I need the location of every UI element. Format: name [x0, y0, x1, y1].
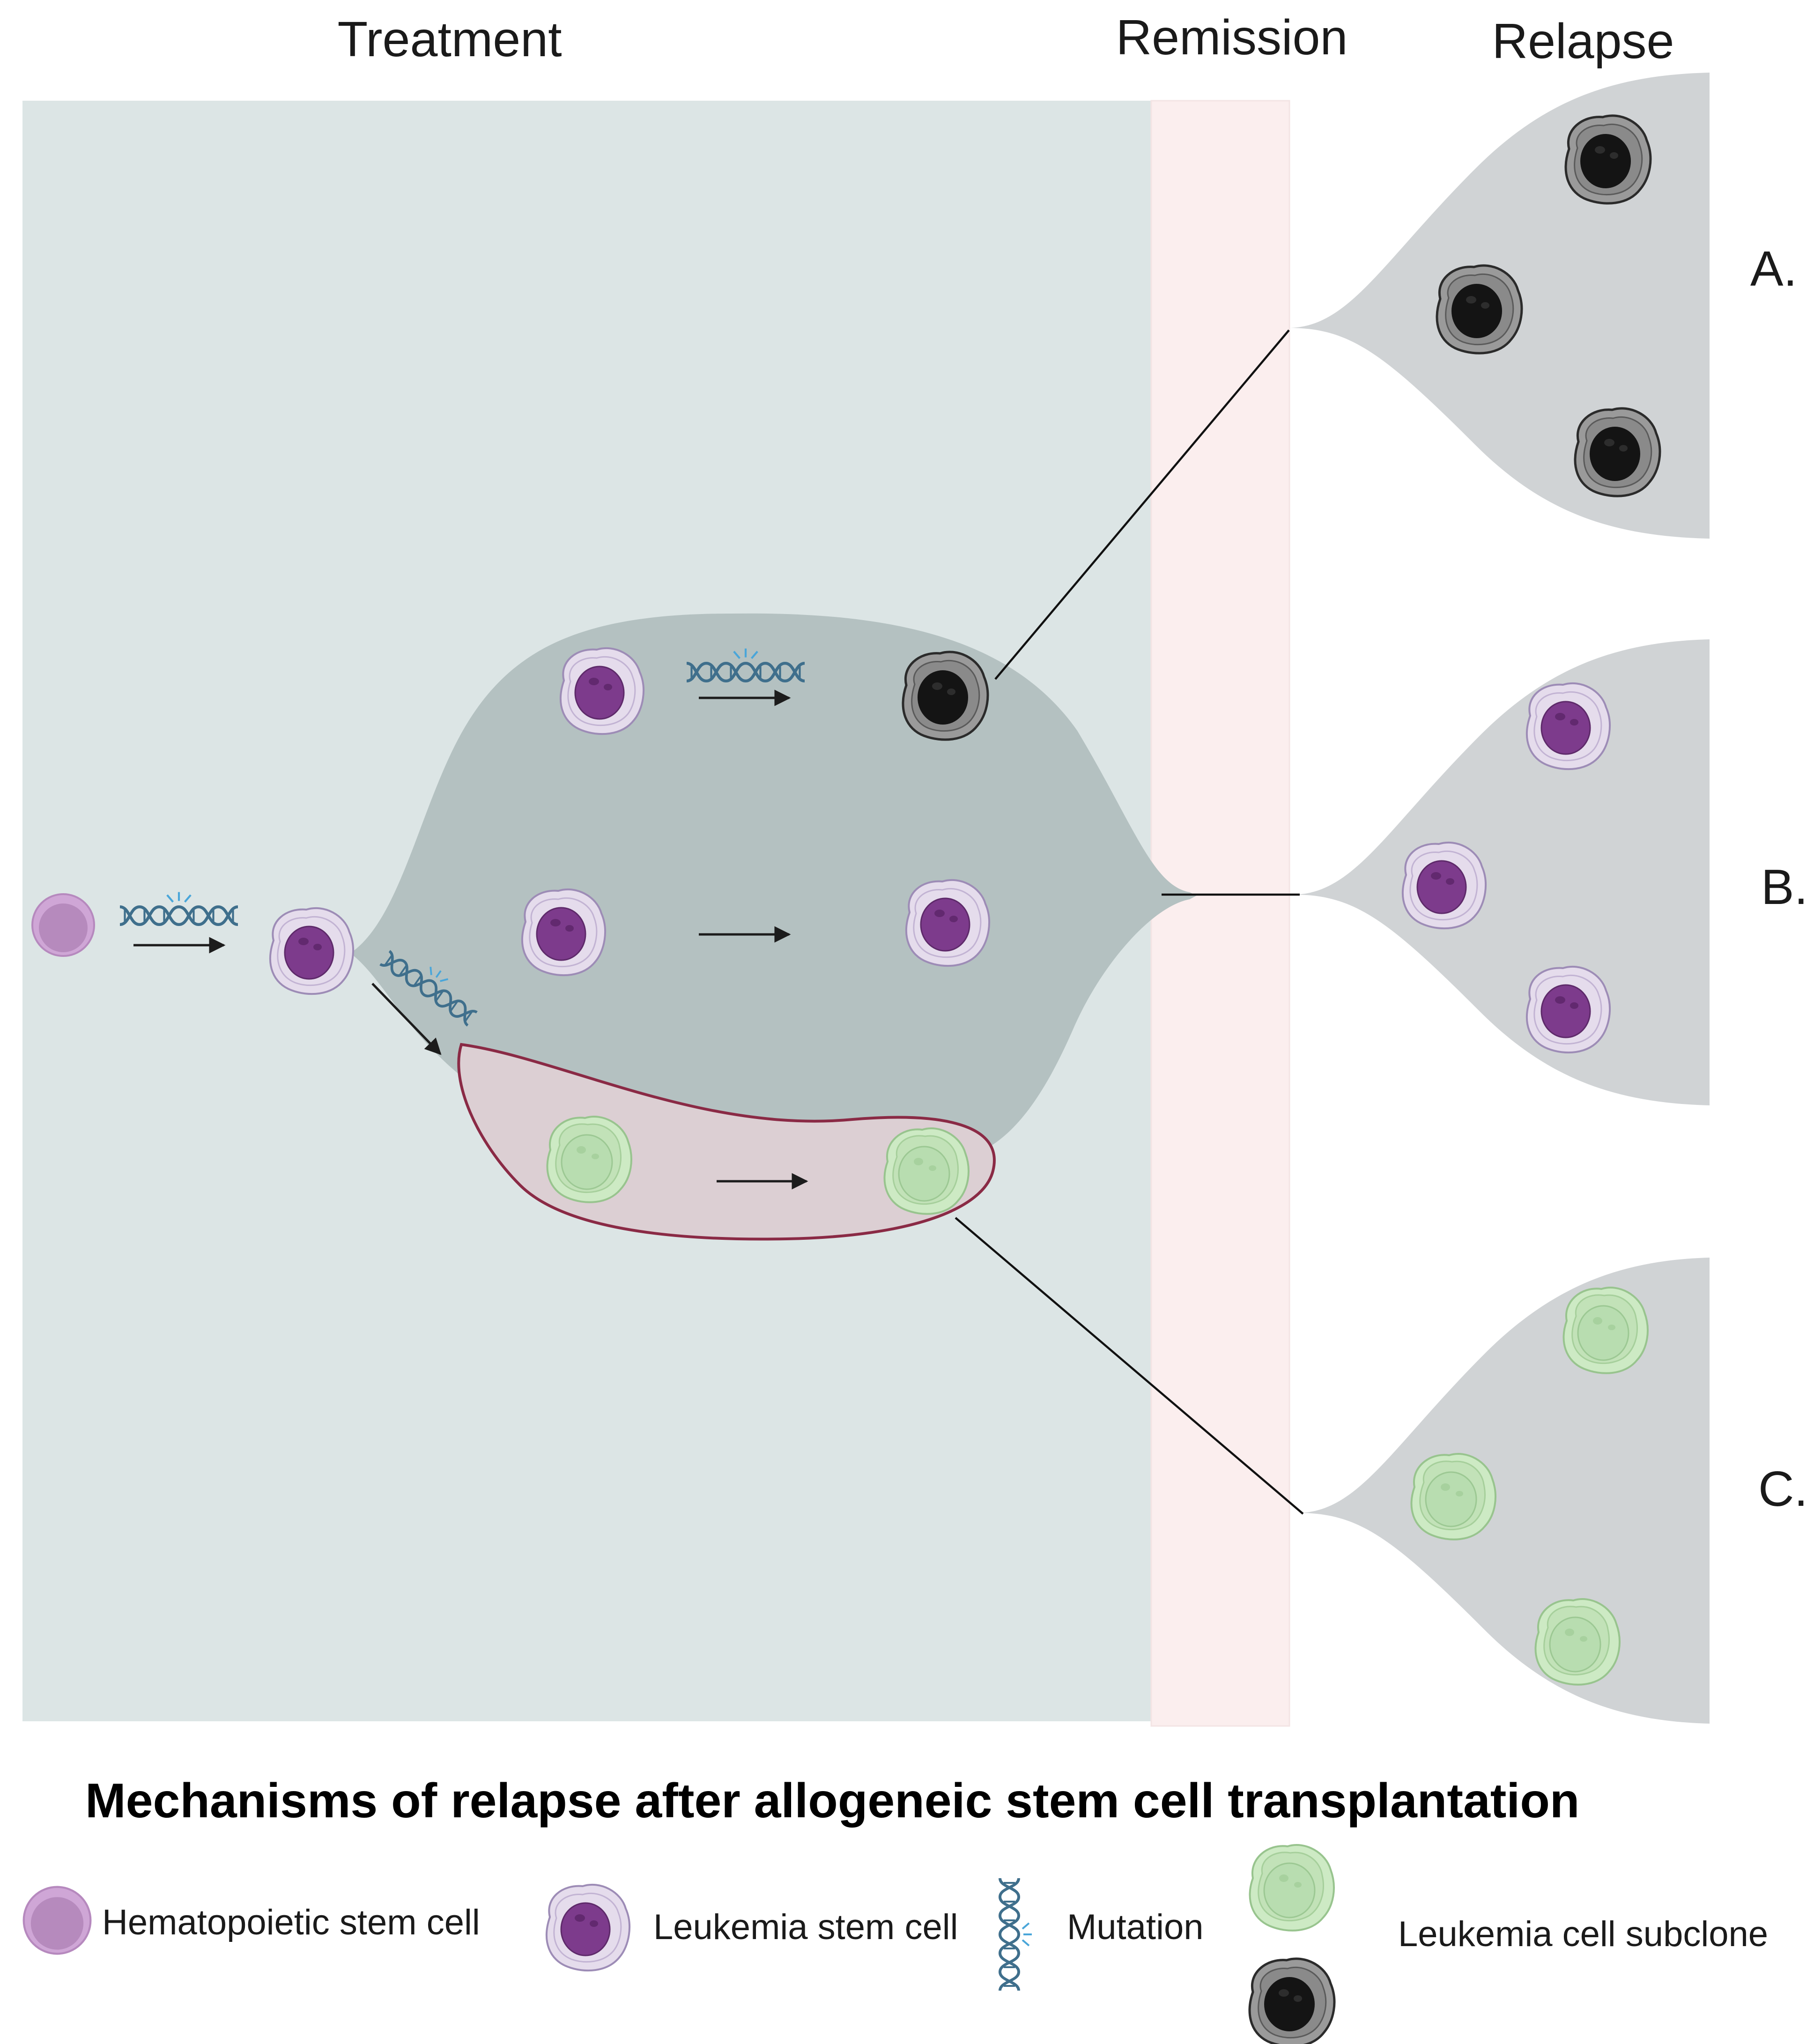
leukemia-stem-cell-icon — [1525, 965, 1611, 1054]
phase-label-remission: Remission — [1116, 10, 1348, 65]
hematopoietic-stem-cell-icon — [24, 1887, 91, 1954]
hematopoietic-stem-cell-icon — [31, 893, 95, 957]
leukemia-stem-cell-icon — [545, 1883, 631, 1972]
dna-mutation-icon — [1000, 1878, 1032, 1991]
legend-label-mutation: Mutation — [1067, 1907, 1204, 1947]
connector-line-a — [994, 329, 1290, 680]
relapse-shape-b — [1293, 639, 1710, 1105]
green-subclone-cell-icon — [1410, 1453, 1496, 1540]
leukemia-stem-cell-icon — [269, 907, 355, 995]
green-subclone-cell-icon — [1534, 1598, 1621, 1686]
legend: Hematopoietic stem cell Leukemia stem ce… — [24, 1844, 1768, 2044]
black-subclone-cell-icon — [903, 652, 988, 740]
black-subclone-cell-icon — [1575, 408, 1660, 496]
arrow-to-subclone — [371, 983, 442, 1055]
leukemia-stem-cell-icon — [905, 879, 991, 967]
panel-label-b: B. — [1761, 859, 1808, 915]
green-subclone-cell-icon — [1562, 1287, 1649, 1374]
connector-line-c — [955, 1217, 1304, 1515]
leukemia-stem-cell-icon — [1401, 841, 1487, 930]
leukemia-stem-cell-icon — [1525, 682, 1611, 770]
black-subclone-cell-icon — [1566, 116, 1651, 203]
black-subclone-cell-icon — [1250, 1959, 1334, 2044]
green-subclone-cell-icon — [883, 1127, 970, 1215]
leukemia-stem-cell-icon — [521, 888, 607, 977]
figure-title: Mechanisms of relapse after allogeneic s… — [85, 1774, 1579, 1828]
green-subclone-cell-icon — [1249, 1844, 1335, 1932]
panel-label-c: C. — [1758, 1461, 1808, 1517]
remission-region — [1150, 100, 1290, 1727]
green-subclone-cell-icon — [546, 1116, 632, 1203]
legend-label-subclone: Leukemia cell subclone — [1398, 1914, 1768, 1954]
phase-label-treatment: Treatment — [337, 12, 562, 67]
legend-label-hsc: Hematopoietic stem cell — [102, 1903, 480, 1942]
clonal-population-region — [350, 613, 1197, 1148]
phase-label-relapse: Relapse — [1492, 14, 1674, 69]
legend-label-lsc: Leukemia stem cell — [653, 1907, 958, 1947]
black-subclone-cell-icon — [1437, 266, 1522, 353]
leukemia-stem-cell-icon — [559, 647, 645, 735]
panel-label-a: A. — [1750, 241, 1797, 296]
